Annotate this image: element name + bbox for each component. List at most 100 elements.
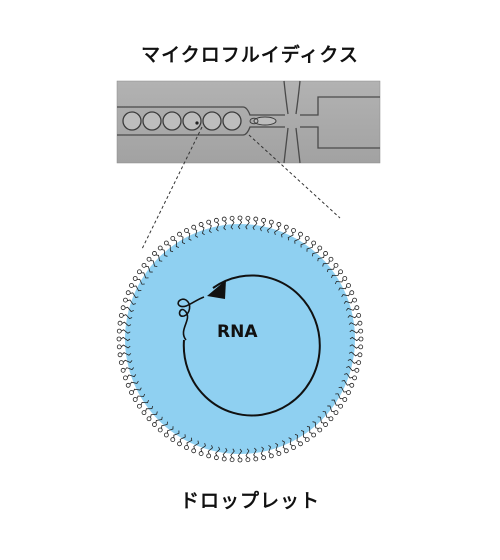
lipid-tail — [348, 351, 359, 357]
lipid-tail — [327, 405, 335, 412]
lipid-tail — [121, 321, 132, 327]
lipid-head — [170, 437, 176, 443]
lipid-head — [283, 224, 289, 230]
lipid-bilayer — [116, 215, 364, 463]
lipid-head — [245, 215, 251, 221]
lipid-tail — [141, 272, 149, 279]
lipid-tail — [140, 399, 149, 406]
lipid-tail — [347, 358, 357, 364]
lipid-tail — [281, 228, 287, 238]
lipid-head — [221, 216, 227, 222]
lipid-tail — [300, 430, 307, 439]
lipid-head — [118, 312, 124, 318]
lipid-head — [136, 269, 142, 275]
lipid-head — [116, 328, 122, 334]
lipid-tail — [306, 244, 313, 252]
lipid-tail — [237, 448, 243, 459]
lipid-head — [129, 390, 134, 395]
lipid-tail — [312, 421, 319, 429]
lipid-head — [323, 422, 328, 427]
lipid-tail — [180, 235, 186, 245]
lipid-head — [146, 416, 152, 422]
lipid-head — [191, 224, 197, 230]
lipid-head — [357, 320, 363, 326]
lipid-head — [291, 228, 296, 233]
lipid-tail — [245, 220, 250, 230]
lipid-head — [125, 290, 131, 296]
lipid-tail — [317, 416, 325, 424]
lipid-tail — [136, 278, 145, 285]
lipid-head — [237, 215, 243, 221]
microfluidics-micrograph — [116, 80, 381, 164]
lipid-tail — [312, 249, 319, 257]
lipid-tail — [287, 232, 294, 241]
lipid-tail — [275, 442, 279, 453]
lipid-head — [245, 457, 251, 463]
lipid-tail — [120, 344, 131, 349]
lipid-tail — [129, 380, 139, 385]
lipid-head — [358, 344, 364, 350]
lipid-head — [229, 215, 235, 221]
lipid-tail — [346, 366, 356, 372]
lipid-tail — [155, 416, 163, 424]
lipid-tail — [322, 260, 330, 267]
lipid-tail — [317, 254, 325, 262]
lipid-tail — [215, 446, 221, 456]
lipid-head — [261, 217, 267, 223]
lipid-tail — [136, 393, 146, 399]
microfluidics-title: マイクロフルイディクス — [141, 44, 359, 66]
rna-coil — [177, 296, 205, 341]
lipid-tail — [260, 446, 264, 457]
lipid-head — [184, 228, 189, 233]
lipid-tail — [349, 329, 360, 334]
lipid-head — [291, 445, 296, 450]
lipid-head — [198, 451, 204, 456]
rna-label: RNA — [217, 322, 258, 342]
lipid-tail — [208, 223, 212, 234]
lipid-head — [304, 437, 310, 443]
lipid-tail — [121, 329, 131, 334]
lipid-tail — [201, 225, 205, 236]
lipid-head — [311, 432, 317, 438]
lipid-tail — [349, 336, 360, 342]
lipid-head — [298, 441, 303, 447]
lipid-head — [358, 336, 364, 342]
lipid-head — [141, 410, 147, 416]
lipid-tail — [253, 447, 257, 458]
lipid-tail — [347, 315, 358, 319]
lipid-tail — [334, 279, 344, 285]
lipid-tail — [237, 219, 243, 230]
lipid-tail — [341, 380, 351, 386]
lipid-tail — [274, 226, 280, 235]
lipid-head — [317, 245, 323, 251]
lipid-head — [116, 336, 122, 342]
lipid-head — [163, 240, 169, 246]
lipid-head — [117, 320, 123, 326]
lipid-head — [358, 328, 364, 334]
lipid-head — [338, 269, 344, 275]
lipid-head — [333, 262, 339, 268]
zoom-lines — [141, 126, 341, 250]
lipid-tail — [132, 387, 142, 392]
lipid-head — [268, 453, 274, 459]
arrowhead-icon — [207, 280, 226, 299]
lipid-tail — [161, 421, 168, 429]
lipid-head — [229, 457, 235, 463]
lipid-head — [342, 397, 348, 402]
lipid-head — [123, 297, 128, 303]
lipid-head — [163, 432, 169, 438]
lipid-tail — [288, 437, 293, 447]
lipid-head — [170, 235, 176, 241]
lipid-tail — [120, 336, 131, 342]
lipid-head — [352, 297, 357, 303]
lipid-tail — [306, 425, 313, 434]
lipid-head — [116, 344, 122, 350]
lipid-tail — [344, 373, 353, 379]
lipid-head — [177, 441, 182, 447]
lipid-head — [152, 422, 157, 427]
lipid-head — [304, 235, 310, 241]
lipid-tail — [348, 322, 359, 326]
lipid-head — [125, 382, 131, 388]
lipid-tail — [207, 445, 213, 455]
